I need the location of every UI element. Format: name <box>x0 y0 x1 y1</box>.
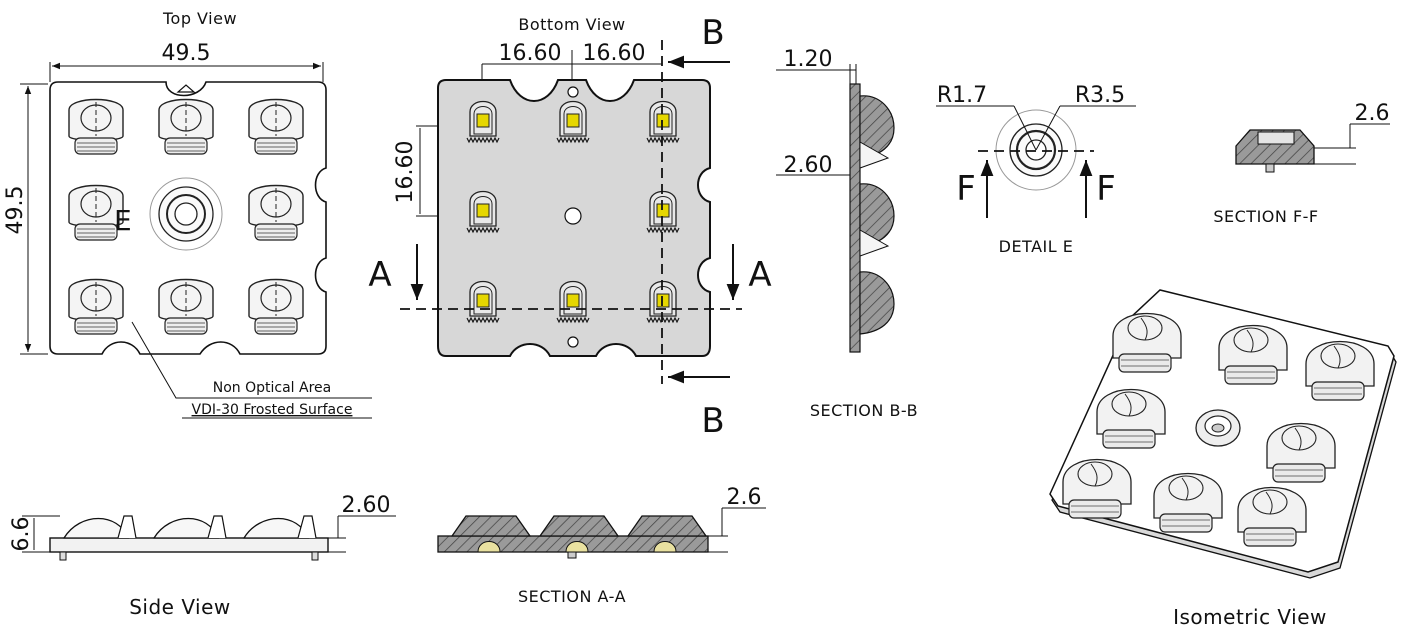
section-b-top-marker: B <box>701 13 724 53</box>
side-view-caption: Side View <box>129 595 231 619</box>
section-a-right-marker: A <box>748 255 771 295</box>
side-view: 6.6 2.60 Side View <box>9 493 396 619</box>
aa-thickness-dimension: 2.6 <box>727 485 762 510</box>
top-height-dimension: 49.5 <box>3 186 28 235</box>
top-view-caption: Top View <box>162 9 237 28</box>
pitch-x1-dimension: 16.60 <box>499 41 562 66</box>
side-height-dimension: 6.6 <box>9 517 34 552</box>
detail-e-callout: E <box>114 204 132 237</box>
isometric-view-caption: Isometric View <box>1173 605 1327 629</box>
pitch-y-dimension: 16.60 <box>393 141 418 204</box>
pitch-x2-dimension: 16.60 <box>583 41 646 66</box>
ff-thickness-dimension: 2.6 <box>1355 101 1390 126</box>
detail-outer-radius: R3.5 <box>1075 83 1125 108</box>
bb-flange-dimension: 1.20 <box>784 47 833 72</box>
detail-inner-radius: R1.7 <box>937 83 987 108</box>
section-ff: 2.6 SECTION F-F <box>1213 101 1390 226</box>
bb-thickness-dimension: 2.60 <box>784 153 833 178</box>
section-bb-caption: SECTION B-B <box>810 401 918 420</box>
section-aa: 2.6 SECTION A-A <box>437 485 766 606</box>
isometric-view: Isometric View <box>1049 289 1397 629</box>
section-a-left-marker: A <box>368 255 391 295</box>
section-ff-caption: SECTION F-F <box>1213 207 1318 226</box>
note-non-optical-area: Non Optical Area <box>213 380 331 396</box>
top-view: Top View 49.5 49.5 E Non Optical Area VD… <box>3 9 372 419</box>
detail-e: R1.7 R3.5 F F DETAIL E <box>936 83 1136 256</box>
section-f-right-marker: F <box>1096 169 1116 209</box>
top-width-dimension: 49.5 <box>162 41 211 66</box>
section-aa-caption: SECTION A-A <box>518 587 626 606</box>
section-f-left-marker: F <box>956 169 976 209</box>
bottom-view: Bottom View 16.60 16.60 16.60 A A <box>368 13 771 441</box>
detail-e-caption: DETAIL E <box>999 237 1074 256</box>
section-b-bottom-marker: B <box>701 401 724 441</box>
side-thickness-dimension: 2.60 <box>342 493 391 518</box>
note-frosted-surface: VDI-30 Frosted Surface <box>192 402 353 418</box>
bottom-view-caption: Bottom View <box>518 15 625 34</box>
section-bb: 1.20 2.60 SECTION B-B <box>776 47 918 420</box>
